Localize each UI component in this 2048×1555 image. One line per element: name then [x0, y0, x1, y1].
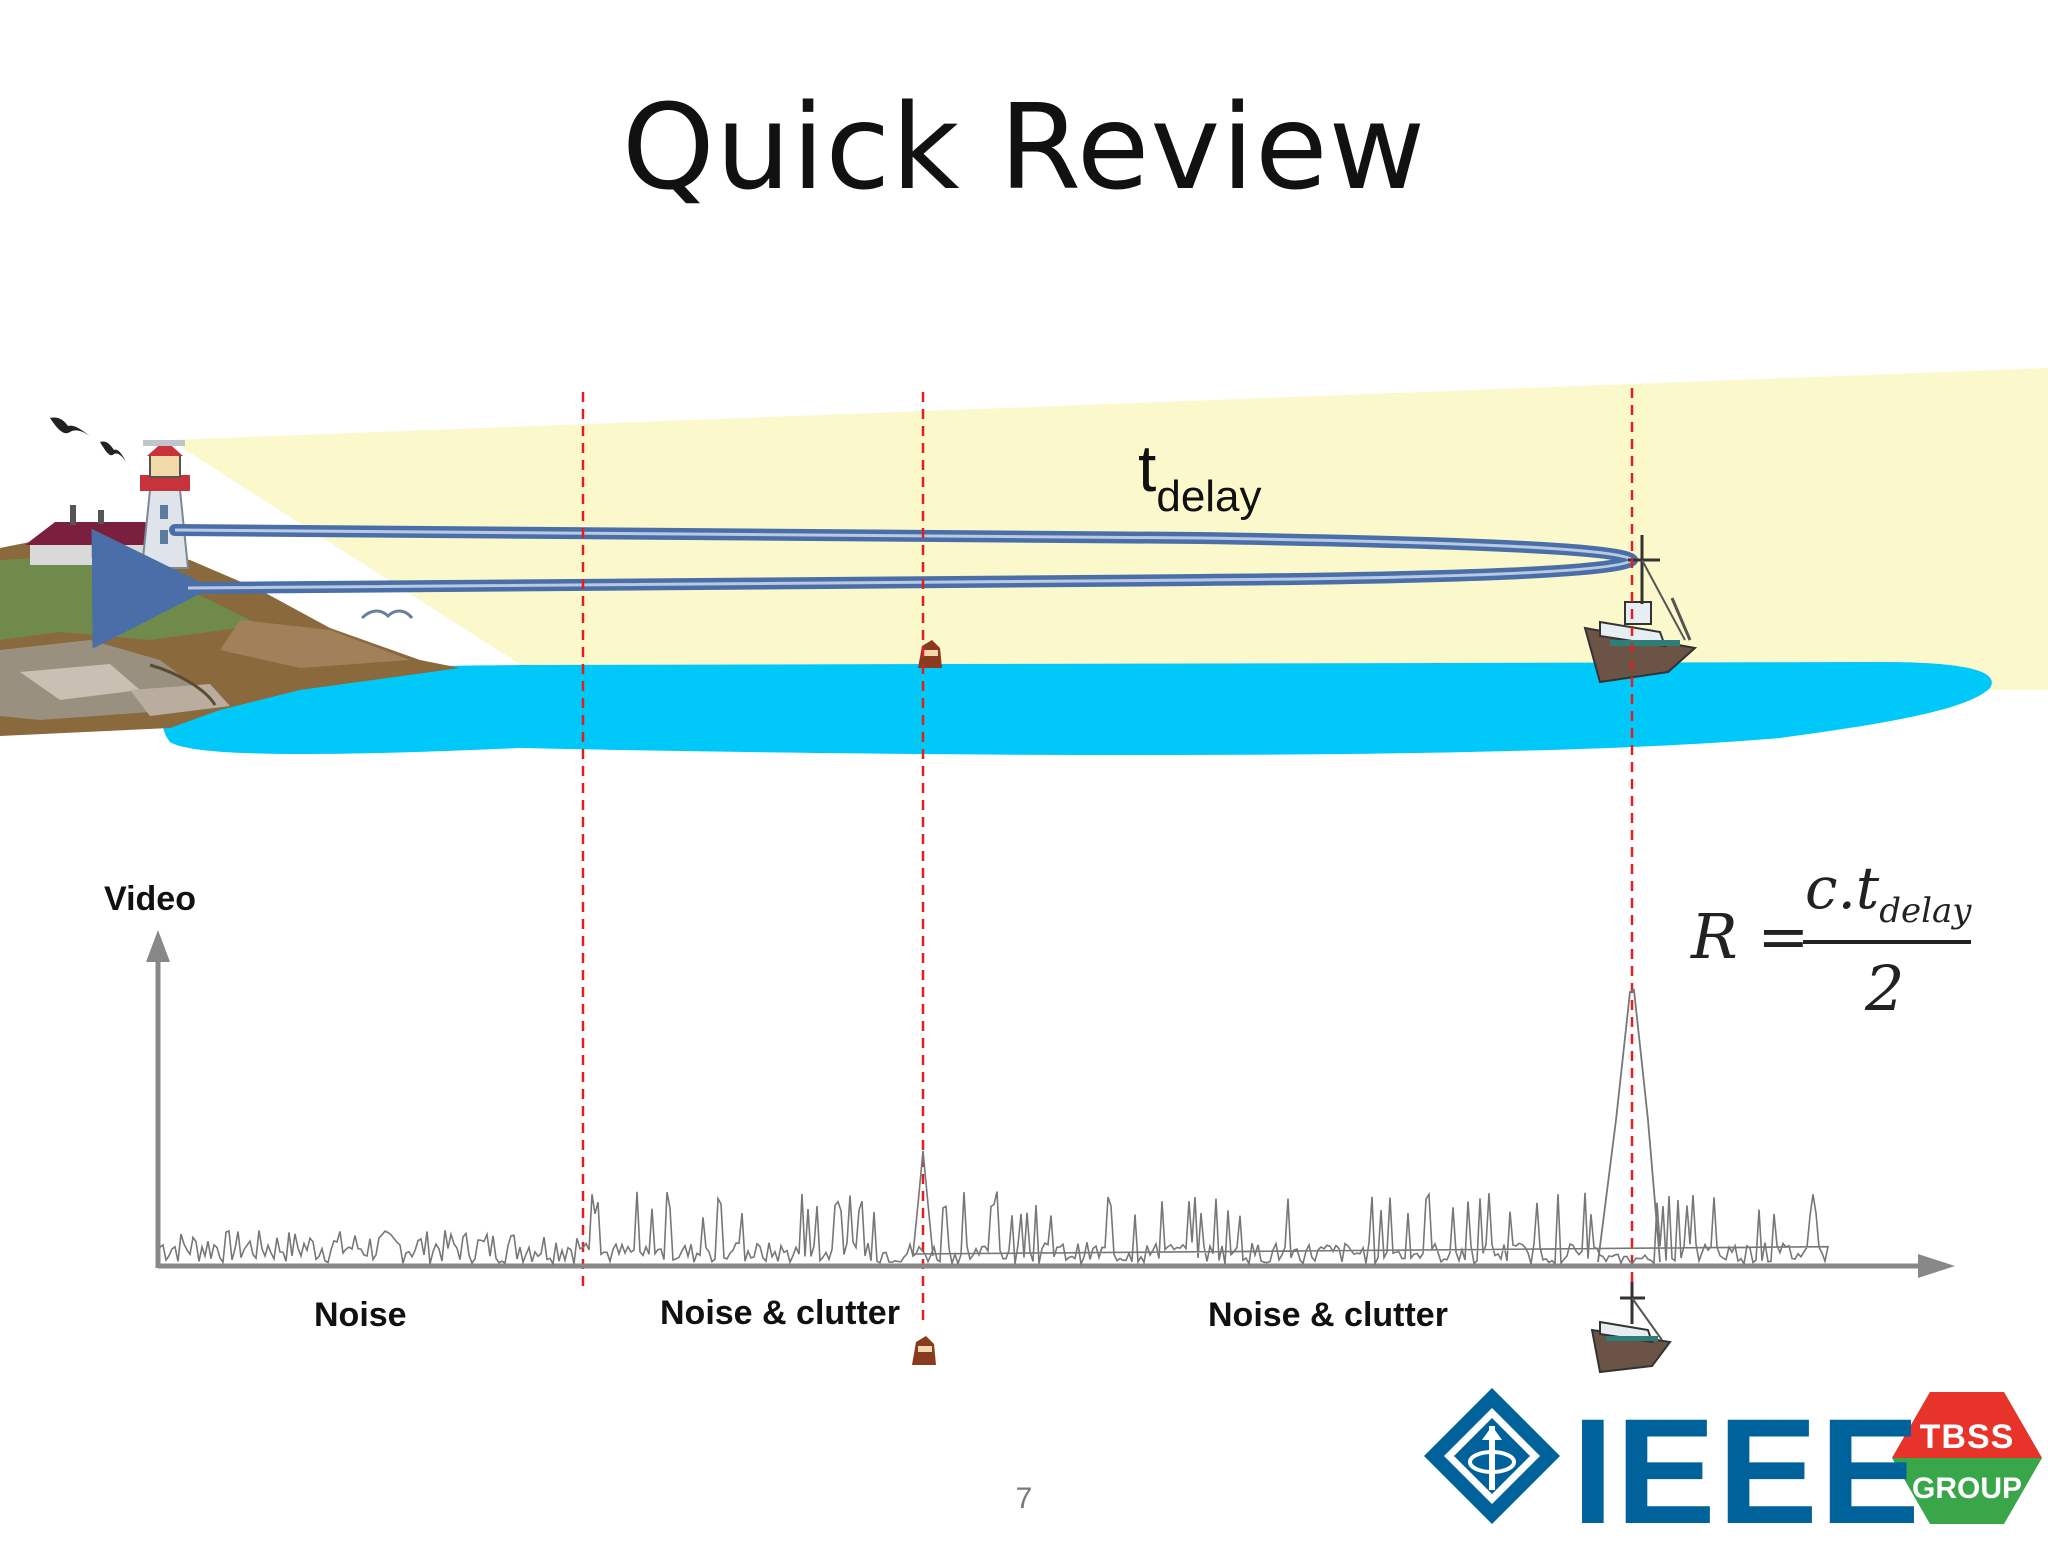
page-number: 7	[1015, 1482, 1033, 1515]
formula-numerator: c.tdelay	[1805, 854, 1972, 931]
ship-echo-peak	[1597, 988, 1661, 1263]
ship-icon	[1590, 1282, 1672, 1374]
region-label-noise-clutter: Noise & clutter	[660, 1294, 900, 1332]
formula-lhs: R =	[1691, 900, 1810, 973]
formula-denominator: 2	[1865, 952, 1905, 1025]
ieee-logo-text: IEEE	[1572, 1387, 1922, 1555]
range-formula: R = c.tdelay 2	[1685, 854, 1975, 1038]
y-axis-label: Video	[104, 880, 196, 918]
tbss-logo-line2: GROUP	[1911, 1472, 2022, 1505]
radar-beam	[170, 368, 2048, 690]
region-label-noise: Noise	[314, 1296, 407, 1334]
formula-fraction-bar	[1803, 940, 1971, 944]
region-label-noise-clutter: Noise & clutter	[1208, 1296, 1448, 1334]
lighthouse-icon	[25, 440, 190, 569]
seagull-icon	[360, 609, 414, 620]
ieee-diamond-icon	[1424, 1388, 1560, 1524]
buoy-icon	[912, 1336, 936, 1365]
echo-trace	[159, 1150, 1829, 1267]
y-axis-arrowhead	[146, 930, 170, 962]
bird-icon	[100, 441, 126, 462]
x-axis-arrowhead	[1918, 1254, 1955, 1278]
bird-icon	[50, 417, 90, 436]
tbss-logo: TBSS GROUP	[1892, 1392, 2042, 1542]
page-title: Quick Review	[621, 78, 1427, 216]
delay-label: tdelay	[1138, 431, 1262, 521]
sea	[162, 662, 1992, 756]
tbss-logo-line1: TBSS	[1919, 1418, 2015, 1456]
tbss-hexagon-icon	[1892, 1392, 2042, 1524]
